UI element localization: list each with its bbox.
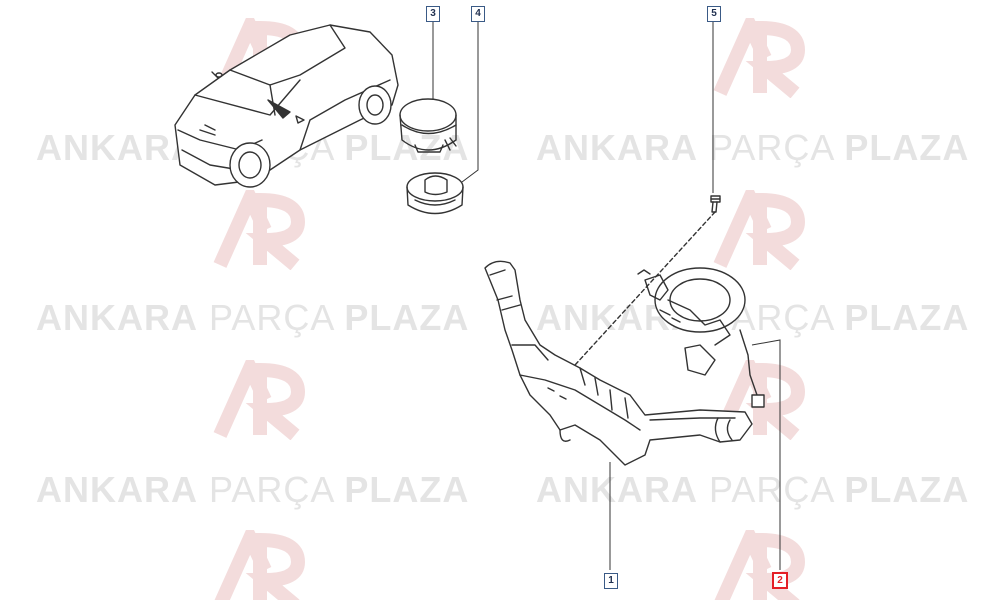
watermark-text: ANKARA PARÇA PLAZA bbox=[536, 127, 970, 168]
watermark-text: ANKARA PARÇA PLAZA bbox=[36, 297, 470, 338]
callout-5[interactable]: 5 bbox=[707, 6, 721, 22]
part-1-illustration bbox=[484, 260, 753, 466]
watermark-text: ANKARA PARÇA PLAZA bbox=[36, 469, 470, 510]
watermark-logo-icon bbox=[713, 18, 805, 98]
assembly-line bbox=[574, 211, 716, 366]
watermark-logo-icon bbox=[213, 360, 305, 440]
part-4-illustration bbox=[406, 172, 464, 215]
watermark-text: ANKARA PARÇA PLAZA bbox=[536, 469, 970, 510]
watermark-logo-icon bbox=[214, 530, 305, 600]
callout-3[interactable]: 3 bbox=[426, 6, 440, 22]
part-5-illustration bbox=[710, 195, 721, 213]
callout-4[interactable]: 4 bbox=[471, 6, 485, 22]
part-2-illustration bbox=[637, 267, 765, 408]
watermark-logo-icon bbox=[713, 190, 805, 270]
callout-1[interactable]: 1 bbox=[604, 573, 618, 589]
callout-2-highlighted[interactable]: 2 bbox=[772, 572, 788, 589]
car-illustration bbox=[174, 24, 399, 188]
part-3-illustration bbox=[399, 98, 457, 153]
watermark-logo-icon bbox=[213, 190, 305, 270]
leader-lines bbox=[432, 20, 781, 570]
